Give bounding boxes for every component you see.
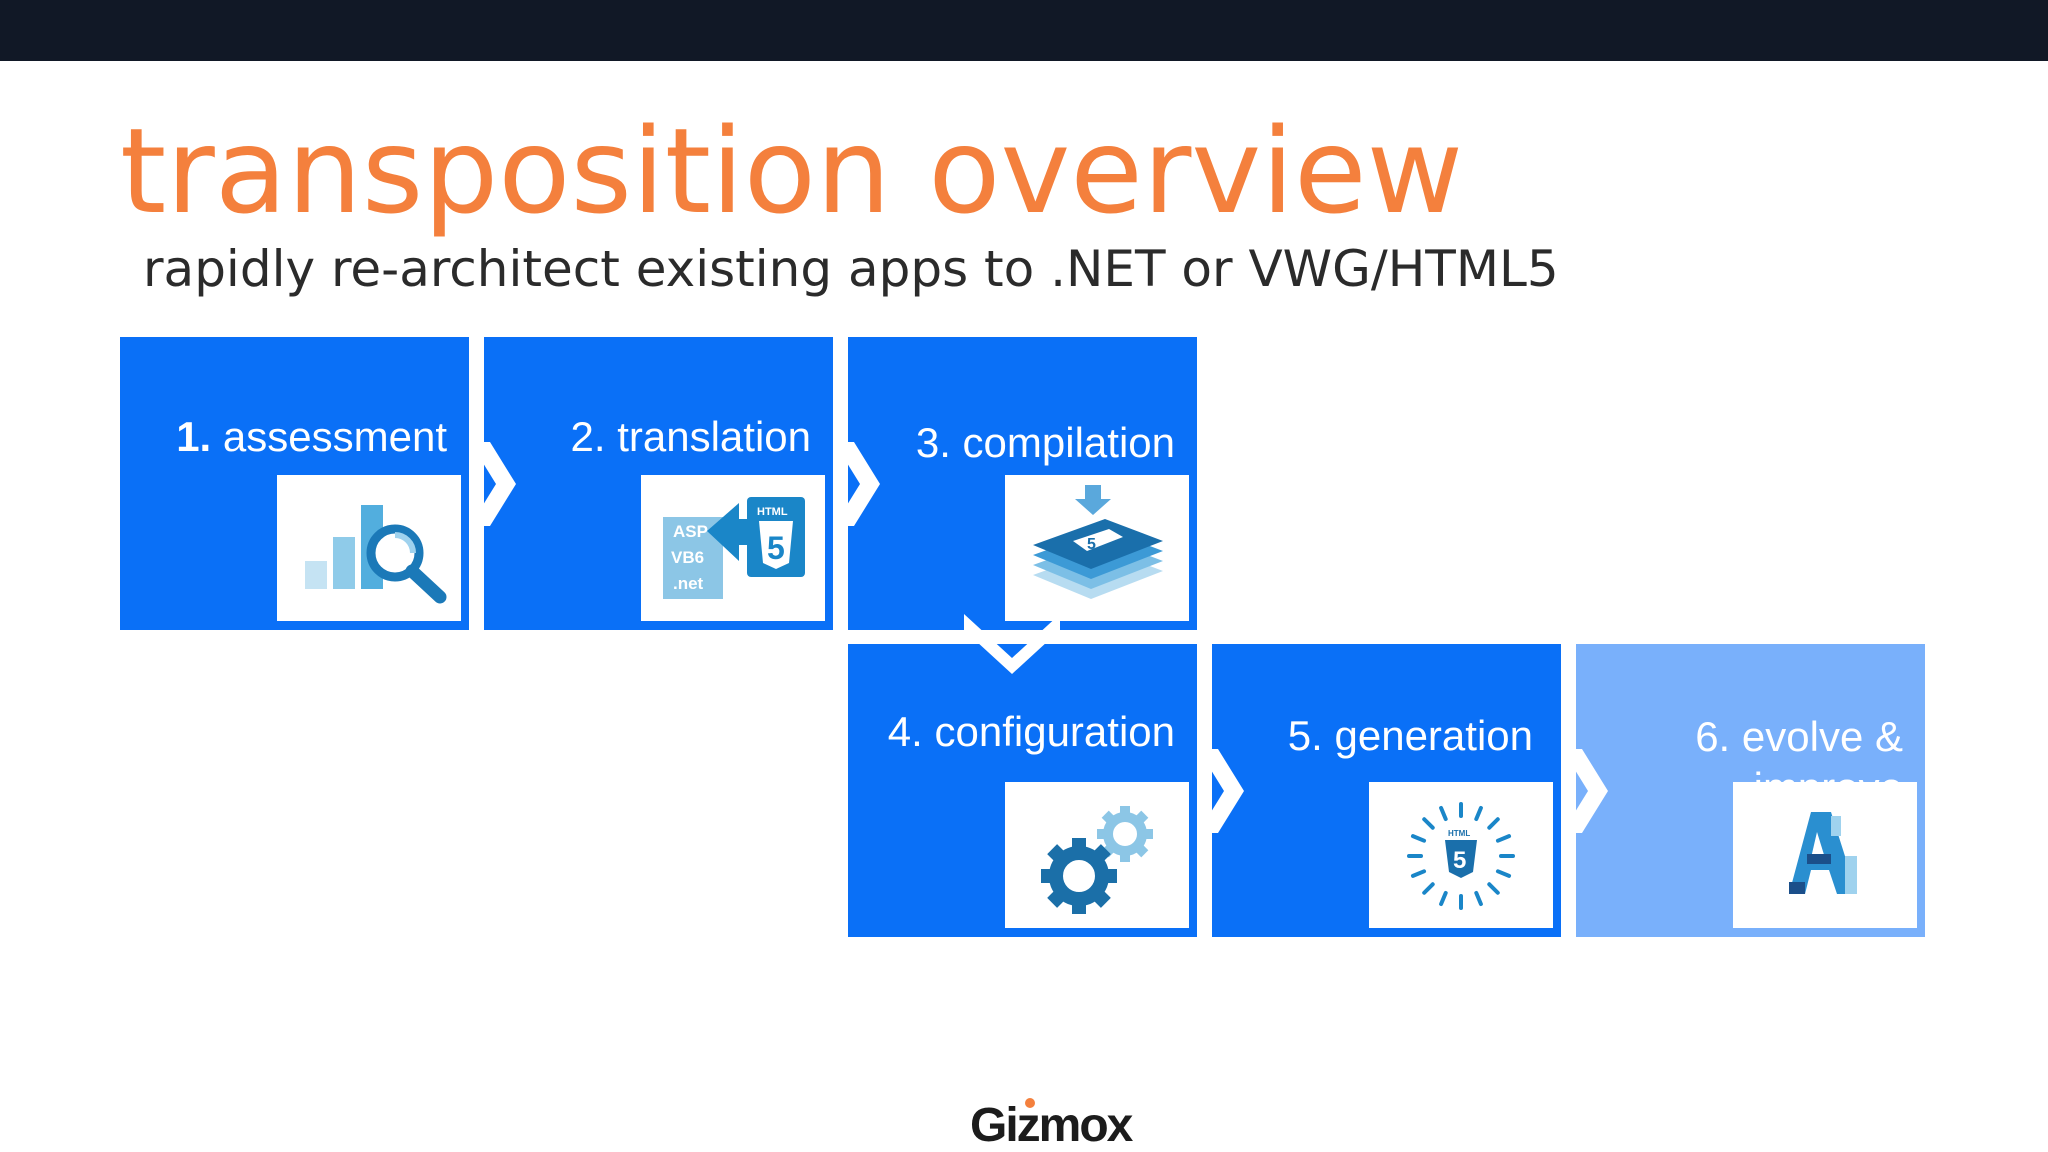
svg-text:VB6: VB6 (671, 548, 704, 567)
burst-ray (1495, 869, 1512, 878)
burst-ray (1474, 805, 1483, 822)
chart-magnifier-icon (277, 475, 461, 621)
svg-text:ASP: ASP (673, 522, 708, 541)
svg-text:.net: .net (673, 574, 704, 593)
svg-text:HTML: HTML (757, 506, 788, 518)
slide-title: transposition overview (120, 102, 1464, 240)
arrow-1-to-2 (470, 442, 516, 526)
step-translation-label: 2. translation (570, 413, 811, 460)
burst-ray (1495, 834, 1512, 843)
letter-a-icon (1733, 782, 1917, 928)
burst-ray (1410, 834, 1427, 843)
arrow-4-to-5 (1198, 749, 1244, 833)
svg-text:Gizmox: Gizmox (970, 1099, 1134, 1149)
step-compilation-label: 3. compilation (915, 419, 1175, 466)
arrow-3-to-4 (964, 614, 1060, 674)
gizmox-logo: Gizmox (970, 1098, 1136, 1149)
burst-ray (1422, 817, 1435, 830)
slide-subtitle: rapidly re-architect existing apps to .N… (143, 240, 1559, 298)
gears-icon (1005, 782, 1189, 928)
arrow-2-to-3 (834, 442, 880, 526)
arrow-5-to-6 (1562, 749, 1608, 833)
burst-ray (1487, 882, 1500, 895)
step-configuration: 4. configuration (848, 644, 1197, 937)
step-configuration-label: 4. configuration (887, 708, 1175, 755)
html5-burst-icon: HTML 5 (1369, 782, 1553, 928)
burst-ray (1474, 890, 1483, 907)
svg-text:5: 5 (1087, 536, 1096, 553)
step-assessment: 1. assessment (120, 337, 469, 630)
top-bar (0, 0, 2048, 61)
svg-text:5: 5 (767, 530, 785, 566)
step-evolve-improve: 6. evolve & improve (1576, 644, 1925, 937)
burst-ray (1422, 882, 1435, 895)
step-compilation: 3. compilation 5 (848, 337, 1197, 630)
asp-vb6-net-to-html5-icon: ASP VB6 .net HTML 5 (641, 475, 825, 621)
burst-ray (1487, 817, 1500, 830)
step-generation: 5. generation HTML 5 (1212, 644, 1561, 937)
step-translation: 2. translation ASP VB6 .net HTML 5 (484, 337, 833, 630)
burst-ray (1439, 890, 1448, 907)
burst-ray (1439, 805, 1448, 822)
html5-stack-download-icon: 5 (1005, 475, 1189, 621)
burst-ray (1410, 869, 1427, 878)
step-generation-label: 5. generation (1287, 712, 1533, 759)
step-assessment-label: 1. assessment (176, 413, 447, 460)
svg-text:HTML: HTML (1448, 829, 1470, 838)
svg-text:5: 5 (1453, 847, 1466, 874)
